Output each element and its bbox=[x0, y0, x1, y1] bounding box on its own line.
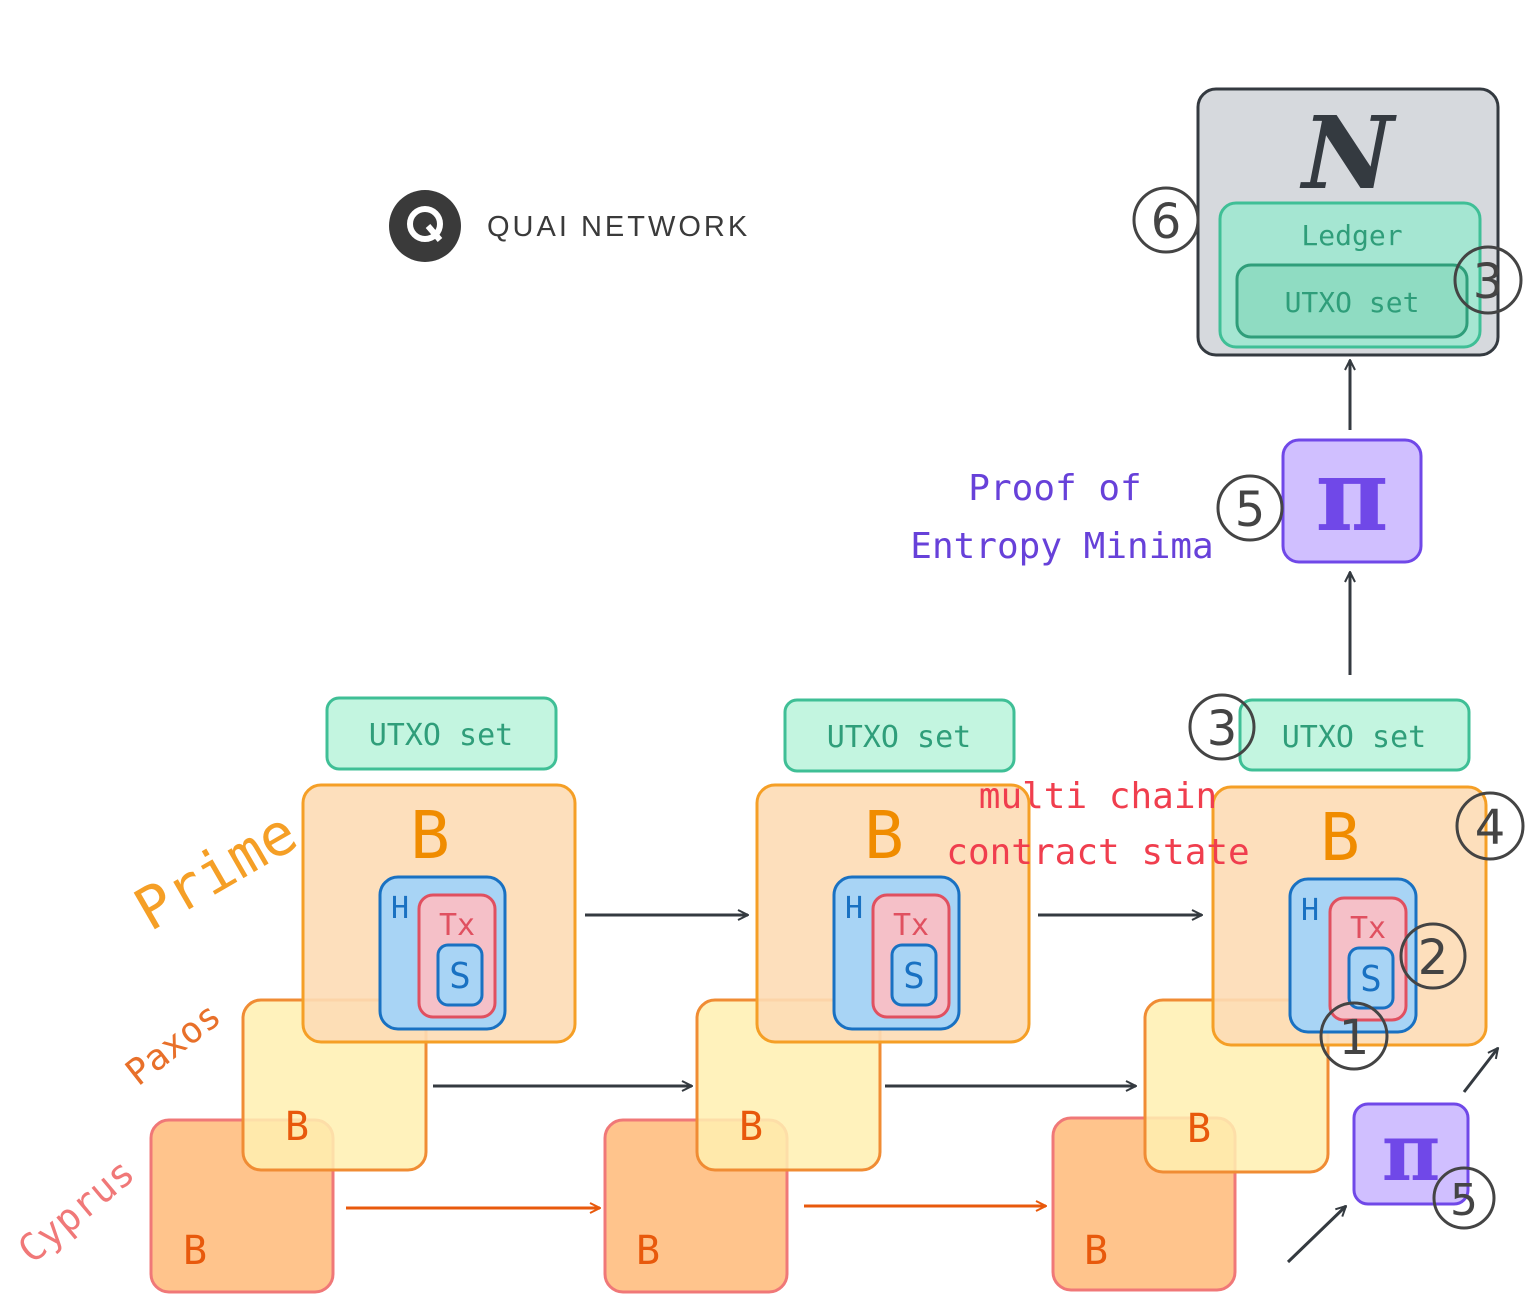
column-3: B B B H Tx S UTXO set 3 4 2 1 bbox=[1051, 693, 1525, 1292]
ledger-utxo-box bbox=[1235, 263, 1469, 339]
svg-text:B: B bbox=[636, 1228, 660, 1274]
svg-text:Tx: Tx bbox=[439, 908, 475, 943]
svg-text:4: 4 bbox=[1475, 800, 1506, 856]
svg-text:UTXO set: UTXO set bbox=[369, 718, 514, 753]
svg-text:B: B bbox=[739, 1104, 763, 1150]
badge-5-small bbox=[1432, 1166, 1496, 1230]
node-box: N Ledger UTXO set 6 3 bbox=[1132, 87, 1523, 357]
svg-text:3: 3 bbox=[1207, 701, 1238, 757]
svg-text:H: H bbox=[391, 891, 409, 926]
svg-text:S: S bbox=[449, 956, 471, 997]
svg-text:Tx: Tx bbox=[893, 908, 929, 943]
label-cyprus: Cyprus bbox=[10, 1150, 143, 1272]
svg-text:6: 6 bbox=[1151, 194, 1182, 250]
svg-text:UTXO set: UTXO set bbox=[1282, 720, 1427, 755]
ledger-utxo-label: UTXO set bbox=[1285, 286, 1420, 319]
node-letter: N bbox=[1299, 94, 1397, 212]
svg-text:H: H bbox=[1301, 893, 1319, 928]
svg-text:UTXO set: UTXO set bbox=[827, 720, 972, 755]
badge-6 bbox=[1132, 186, 1200, 254]
column-1: B B B H Tx S UTXO set bbox=[149, 696, 577, 1294]
svg-text:B: B bbox=[1187, 1106, 1211, 1152]
badge-4-block bbox=[1455, 791, 1525, 861]
label-prime: Prime bbox=[123, 798, 308, 944]
arrow-from-small-proof bbox=[1462, 1048, 1498, 1093]
small-proof-box: π 5 bbox=[1352, 1102, 1496, 1230]
state-box-1 bbox=[436, 943, 484, 1007]
svg-text:B: B bbox=[1320, 799, 1360, 876]
quai-logo-icon bbox=[389, 190, 461, 262]
column-2: B B B H Tx S UTXO set bbox=[603, 698, 1031, 1294]
svg-text:B: B bbox=[285, 1104, 309, 1150]
svg-text:B: B bbox=[864, 797, 904, 874]
svg-text:1: 1 bbox=[1339, 1010, 1370, 1066]
svg-text:S: S bbox=[903, 956, 925, 997]
svg-text:B: B bbox=[183, 1228, 207, 1274]
logo-text: QUAI NETWORK bbox=[487, 211, 750, 243]
arrow-to-small-proof bbox=[1286, 1206, 1346, 1264]
label-paxos: Paxos bbox=[118, 995, 229, 1094]
proof-box: π 5 Proof of Entropy Minima bbox=[910, 436, 1423, 567]
proof-label-line2: Entropy Minima bbox=[910, 526, 1213, 567]
svg-text:5: 5 bbox=[1235, 482, 1266, 538]
badge-2-tx bbox=[1399, 922, 1467, 990]
badge-3-ledger bbox=[1453, 245, 1523, 315]
pi-symbol: π bbox=[1315, 436, 1388, 554]
svg-text:B: B bbox=[410, 797, 450, 874]
svg-text:S: S bbox=[1360, 959, 1382, 1000]
badge-1-state bbox=[1319, 1001, 1389, 1071]
svg-text:5: 5 bbox=[1450, 1175, 1478, 1226]
svg-text:2: 2 bbox=[1418, 930, 1449, 986]
state-box-2 bbox=[890, 943, 938, 1007]
svg-text:Tx: Tx bbox=[1350, 911, 1386, 946]
utxo-box-2 bbox=[783, 698, 1016, 773]
badge-3-utxo bbox=[1188, 693, 1256, 761]
annotation-line2: contract state bbox=[946, 832, 1249, 873]
svg-text:H: H bbox=[845, 891, 863, 926]
svg-text:3: 3 bbox=[1473, 254, 1504, 310]
utxo-box-3 bbox=[1238, 698, 1471, 772]
ledger-label: Ledger bbox=[1301, 219, 1402, 252]
annotation-line1: multi chain bbox=[979, 776, 1217, 817]
proof-container bbox=[1281, 438, 1423, 564]
svg-text:B: B bbox=[1084, 1228, 1108, 1274]
badge-5-proof bbox=[1216, 474, 1284, 542]
proof-label-line1: Proof of bbox=[968, 468, 1141, 509]
utxo-box-1 bbox=[325, 696, 558, 771]
logo: QUAI NETWORK bbox=[389, 190, 750, 262]
small-pi-symbol: π bbox=[1382, 1105, 1441, 1199]
